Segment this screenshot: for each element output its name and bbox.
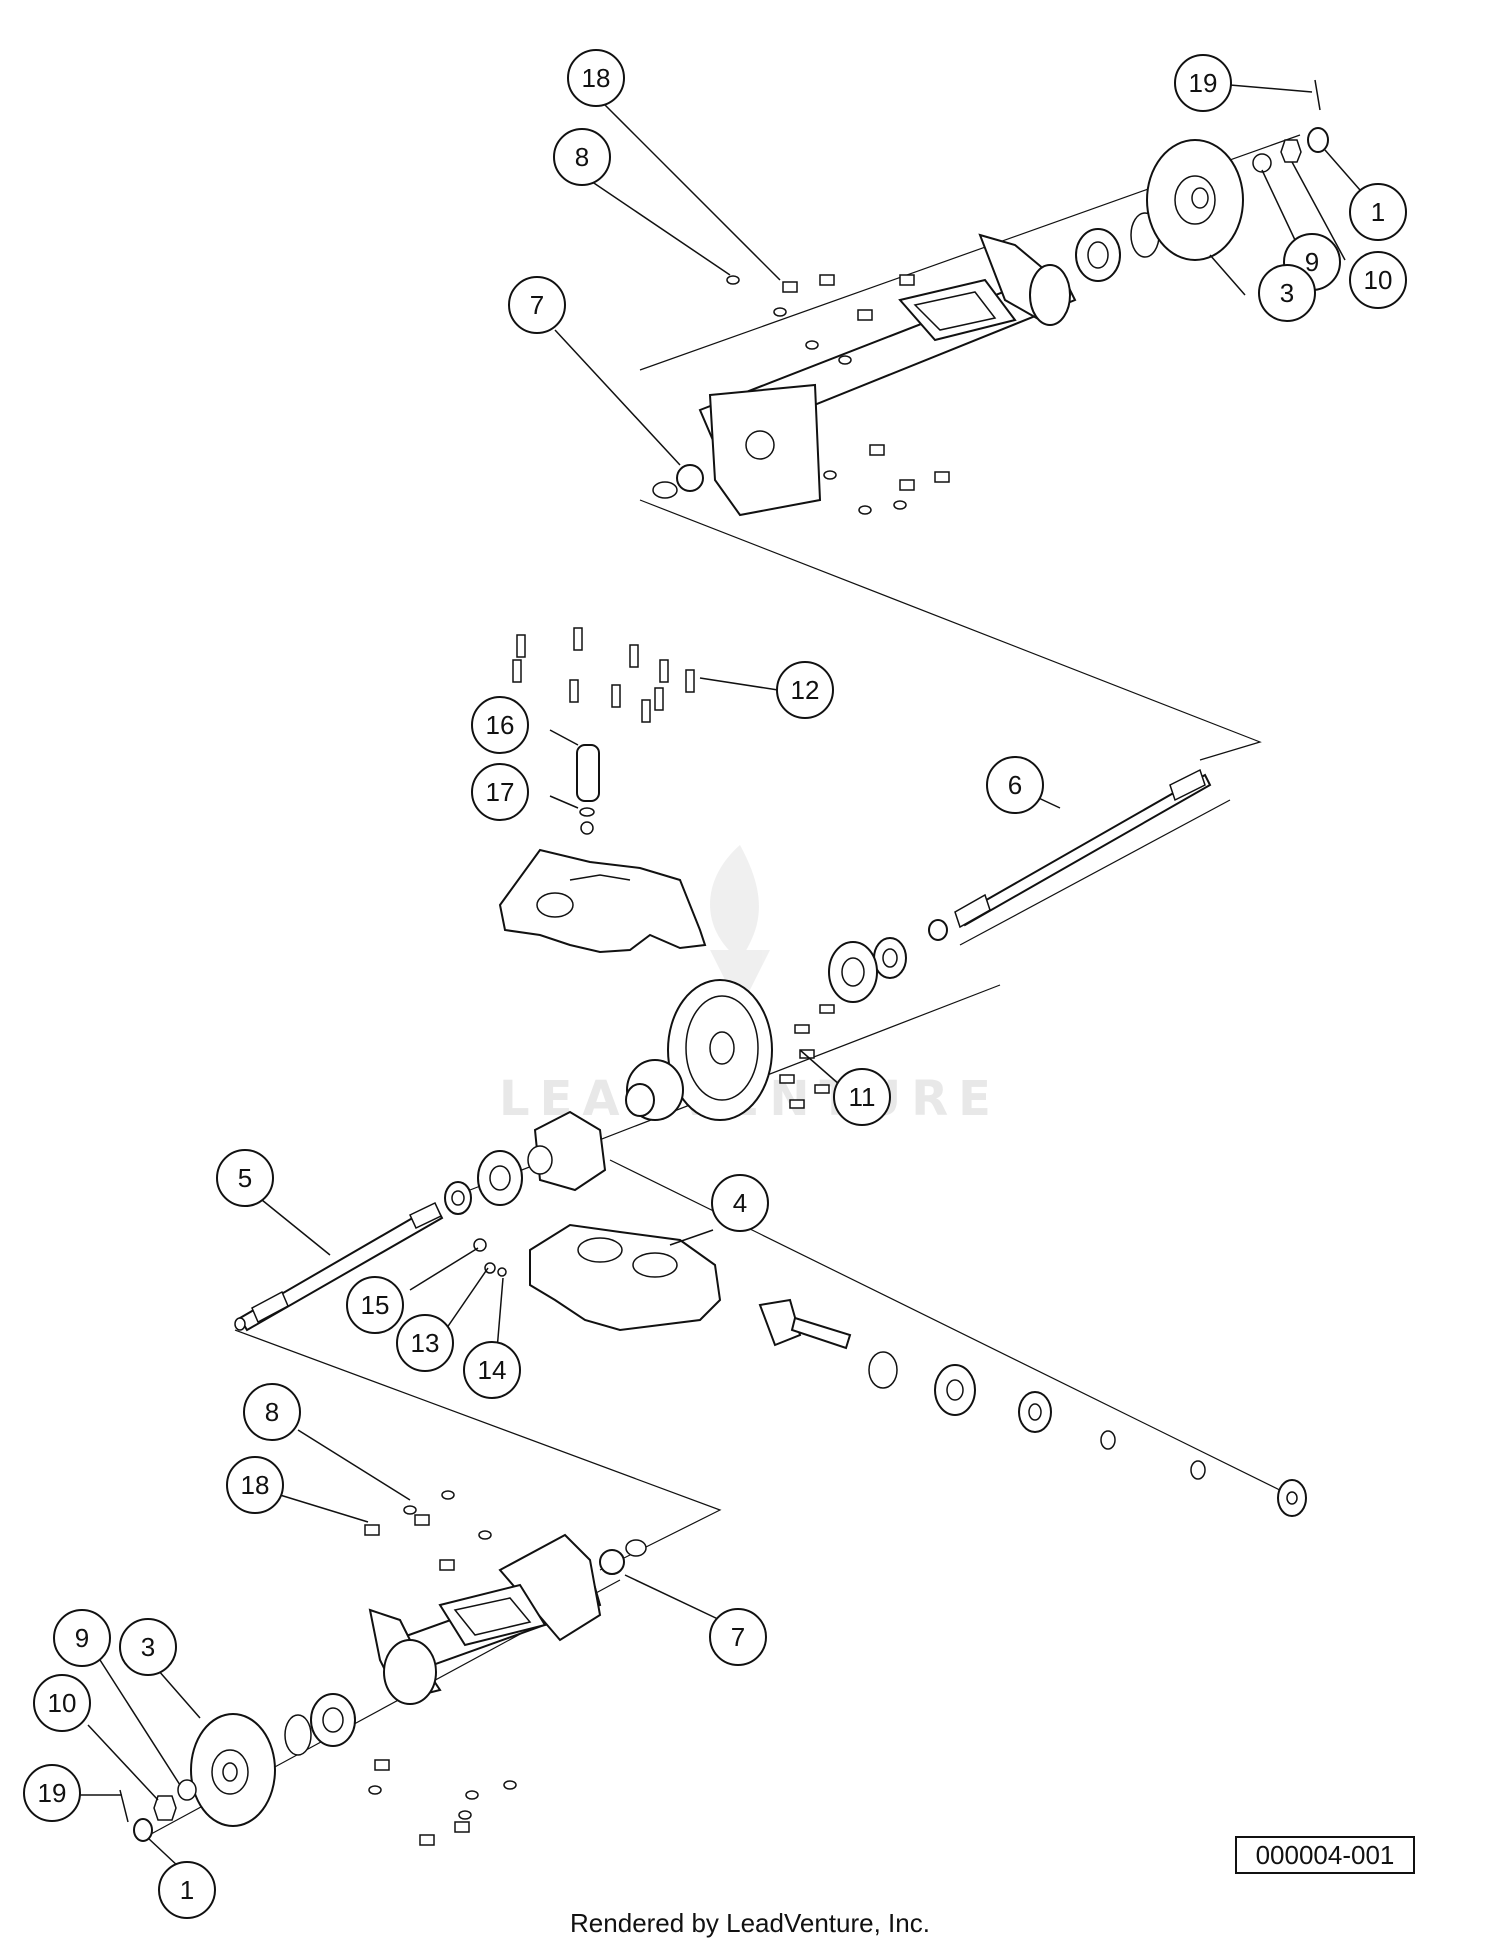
callout-label: 16 — [486, 710, 515, 740]
callout-label: 6 — [1008, 770, 1022, 800]
callout-10-bottom: 10 — [33, 1674, 91, 1732]
callout-6: 6 — [986, 756, 1044, 814]
callout-7-top: 7 — [508, 276, 566, 334]
callout-label: 11 — [849, 1082, 876, 1112]
callout-3-top: 3 — [1258, 264, 1316, 322]
callout-17: 17 — [471, 763, 529, 821]
callout-label: 4 — [733, 1188, 747, 1218]
callout-label: 7 — [530, 290, 544, 320]
callout-5: 5 — [216, 1149, 274, 1207]
callout-label: 14 — [478, 1355, 507, 1385]
callout-7-bottom: 7 — [709, 1608, 767, 1666]
callout-label: 19 — [38, 1778, 67, 1808]
callout-14: 14 — [463, 1341, 521, 1399]
footer-credit: Rendered by LeadVenture, Inc. — [570, 1908, 930, 1938]
differential-gears — [444, 937, 907, 1215]
callout-18-top: 18 — [567, 49, 625, 107]
callout-label: 5 — [238, 1163, 252, 1193]
top-axle-assembly — [652, 79, 1329, 517]
callout-label: 15 — [361, 1290, 390, 1320]
callout-12: 12 — [776, 661, 834, 719]
left-axle-shaft — [234, 1201, 444, 1332]
right-axle-shaft — [928, 768, 1212, 941]
callout-19-top: 19 — [1174, 54, 1232, 112]
callout-1-top: 1 — [1349, 183, 1407, 241]
callout-label: 10 — [48, 1688, 77, 1718]
callout-label: 8 — [575, 142, 589, 172]
callout-8-bottom: 8 — [243, 1383, 301, 1441]
callout-label: 8 — [265, 1397, 279, 1427]
callout-label: 19 — [1189, 68, 1218, 98]
callout-label: 13 — [411, 1328, 440, 1358]
callout-16: 16 — [471, 696, 529, 754]
callout-label: 3 — [141, 1632, 155, 1662]
callout-label: 1 — [1371, 197, 1385, 227]
callout-label: 18 — [582, 63, 611, 93]
callout-label: 17 — [486, 777, 515, 807]
callout-4: 4 — [711, 1174, 769, 1232]
callout-8-top: 8 — [553, 128, 611, 186]
lower-case-assembly — [473, 1223, 1307, 1517]
callout-label: 9 — [75, 1623, 89, 1653]
callout-10-top: 10 — [1349, 251, 1407, 309]
callout-label: 3 — [1280, 278, 1294, 308]
leader-lines — [80, 84, 1361, 1869]
callout-13: 13 — [396, 1314, 454, 1372]
callout-15: 15 — [346, 1276, 404, 1334]
reference-number-box: 000004-001 — [1235, 1836, 1415, 1874]
bottom-axle-assembly — [119, 1490, 647, 1846]
upper-case-assembly — [498, 627, 707, 954]
callout-19-bottom: 19 — [23, 1764, 81, 1822]
callout-label: 18 — [241, 1470, 270, 1500]
callout-18-bottom: 18 — [226, 1456, 284, 1514]
callout-label: 1 — [180, 1875, 194, 1905]
callout-11: 11 — [833, 1068, 891, 1126]
callout-9-bottom: 9 — [53, 1609, 111, 1667]
callout-label: 9 — [1305, 247, 1319, 277]
callout-1-bottom: 1 — [158, 1861, 216, 1919]
callout-label: 7 — [731, 1622, 745, 1652]
callout-3-bottom: 3 — [119, 1618, 177, 1676]
callout-label: 10 — [1364, 265, 1393, 295]
callout-label: 12 — [791, 675, 820, 705]
